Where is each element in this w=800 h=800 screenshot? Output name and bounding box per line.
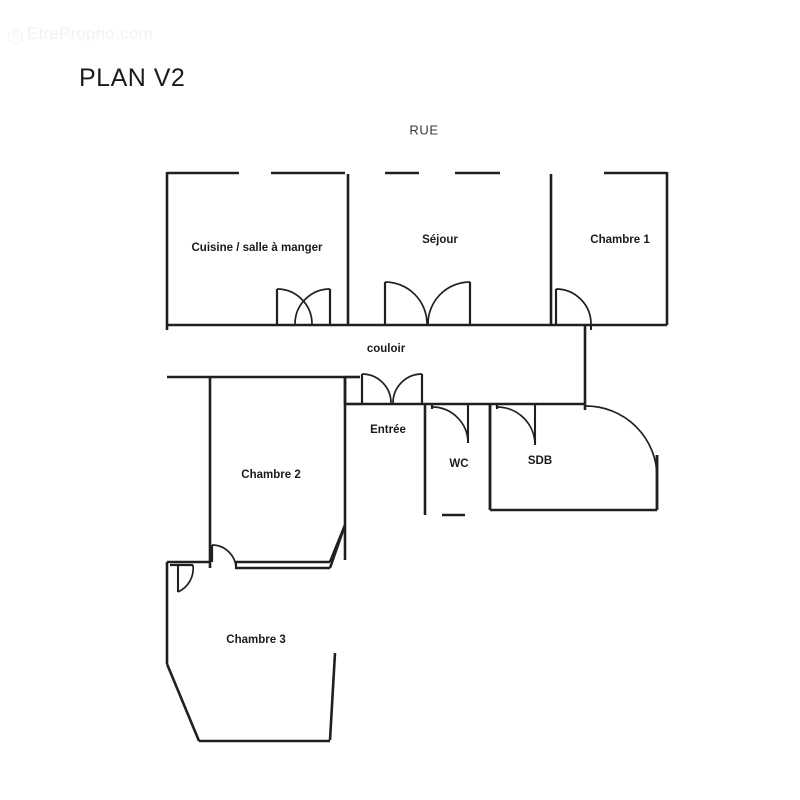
door-sejour-left [383, 281, 428, 325]
room-label-chambre3: Chambre 3 [226, 634, 285, 646]
door-sejour-right [427, 281, 472, 325]
door-sdb [495, 404, 537, 446]
door-cuisine-right [294, 288, 332, 325]
door-chambre3 [170, 563, 195, 593]
room-outline-chambre3 [167, 524, 347, 741]
watermark-text: EtreProprio.com [27, 24, 153, 43]
room-label-wc: WC [449, 458, 468, 470]
copyright-icon: © [8, 29, 23, 44]
door-chambre2 [210, 544, 238, 570]
room-label-chambre2: Chambre 2 [241, 469, 300, 481]
door-entree-right [392, 373, 424, 404]
street-label: RUE [409, 122, 438, 137]
door-entree-left [360, 373, 392, 404]
room-outline-sdb [488, 404, 659, 512]
room-label-cuisine: Cuisine / salle à manger [191, 242, 323, 254]
room-label-couloir: couloir [367, 343, 406, 355]
door-exterior [585, 405, 659, 510]
room-label-chambre1: Chambre 1 [590, 234, 650, 246]
room-label-sdb: SDB [528, 455, 552, 467]
corridor-bottom-wall [167, 375, 585, 406]
left-exterior-wall [165, 172, 330, 743]
door-cuisine-left [275, 288, 313, 325]
room-label-entree: Entrée [370, 424, 406, 436]
page-title: PLAN V2 [79, 64, 186, 92]
door-wc [430, 404, 470, 444]
room-label-sejour: Séjour [422, 234, 458, 246]
door-chambre1 [554, 288, 593, 330]
watermark: © EtreProprio.com [8, 24, 153, 44]
